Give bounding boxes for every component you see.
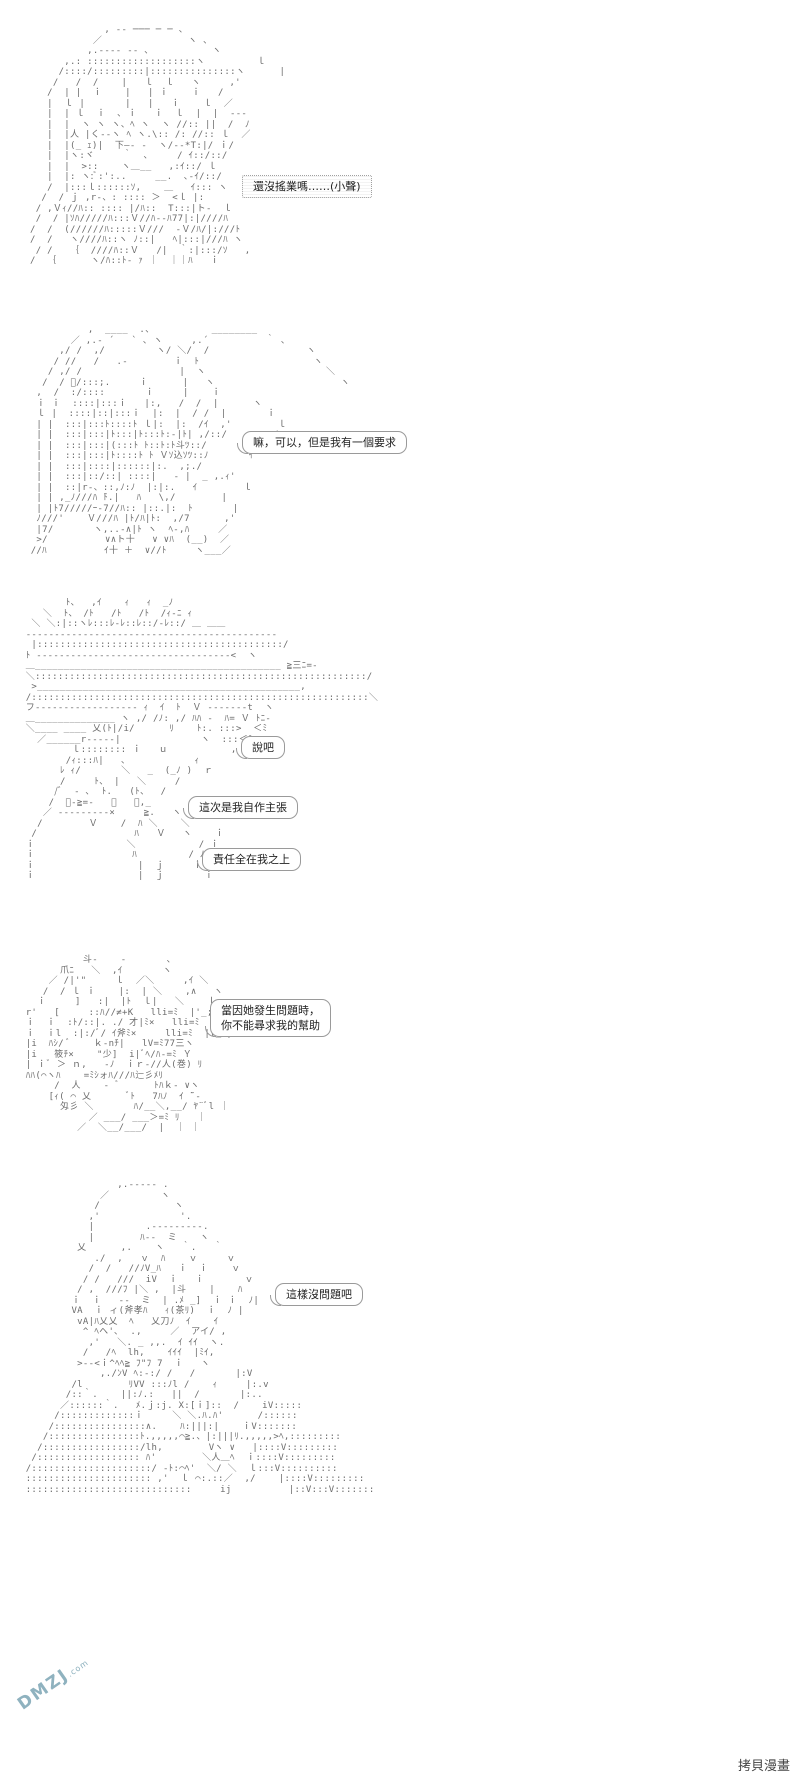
panel-5: ,.‐--‐- . ／ ヽ / ヽ ,' '. | .-‐‐‐‐‐‐‐-. | … xyxy=(20,1180,440,1755)
ascii-art-figure: 斗‐ ‐ 、 爪ﾆ ＼ ,ｲ ヽ ／ /|'" ｌ ／＼ ,ｲ ＼ / / ｌ … xyxy=(25,955,234,1133)
site-watermark-text: 拷貝漫畫 xyxy=(737,1759,790,1774)
speech-bubble: 這次是我自作主張 xyxy=(183,796,298,819)
panel-2: , ____ .、 ________ ／ ,.‐ ´ ` ､ ヽ ,.´ ｀ 、… xyxy=(20,325,440,575)
speech-bubble: 說吧 xyxy=(236,736,285,759)
speech-bubble: 責任全在我之上 xyxy=(197,848,301,871)
speech-bubble: 嘛，可以，但是我有一個要求 xyxy=(237,431,407,454)
speech-bubble: 還沒搖業嗎……(小聲) xyxy=(242,175,372,198)
bubble-line: 你不能尋求我的幫助 xyxy=(221,1019,320,1032)
bubble-line: 當因她發生問題時， xyxy=(221,1004,320,1017)
ascii-art-figure: , ____ .、 ________ ／ ,.‐ ´ ` ､ ヽ ,.´ ｀ 、… xyxy=(30,325,350,556)
panel-1: , -‐ ─── ─ ─ 、 ／ ヽ 、 ,.---- ‐‐ ､ ヽ ,.: :… xyxy=(20,25,430,315)
speech-bubble: 當因她發生問題時， 你不能尋求我的幫助 xyxy=(205,999,331,1037)
panel-3: ﾄ、 ,ｲ ｨ ｨ _ﾉ ＼ ﾄ、 /ﾄ /ﾄ /ﾄ /ｨ-ﾆ ｨ ＼ ＼:|:… xyxy=(20,598,378,928)
ascii-art-figure: , -‐ ─── ─ ─ 、 ／ ヽ 、 ,.---- ‐‐ ､ ヽ ,.: :… xyxy=(30,25,286,266)
ascii-art-figure: ﾄ、 ,ｲ ｨ ｨ _ﾉ ＼ ﾄ、 /ﾄ /ﾄ /ﾄ /ｨ-ﾆ ｨ ＼ ＼:|:… xyxy=(25,598,379,881)
panel-4: 斗‐ ‐ 、 爪ﾆ ＼ ,ｲ ヽ ／ /|'" ｌ ／＼ ,ｲ ＼ / / ｌ … xyxy=(20,955,360,1155)
ascii-art-figure: ,.‐--‐- . ／ ヽ / ヽ ,' '. | .-‐‐‐‐‐‐‐-. | … xyxy=(25,1180,375,1495)
speech-bubble: 這樣沒問題吧 xyxy=(270,1283,363,1306)
